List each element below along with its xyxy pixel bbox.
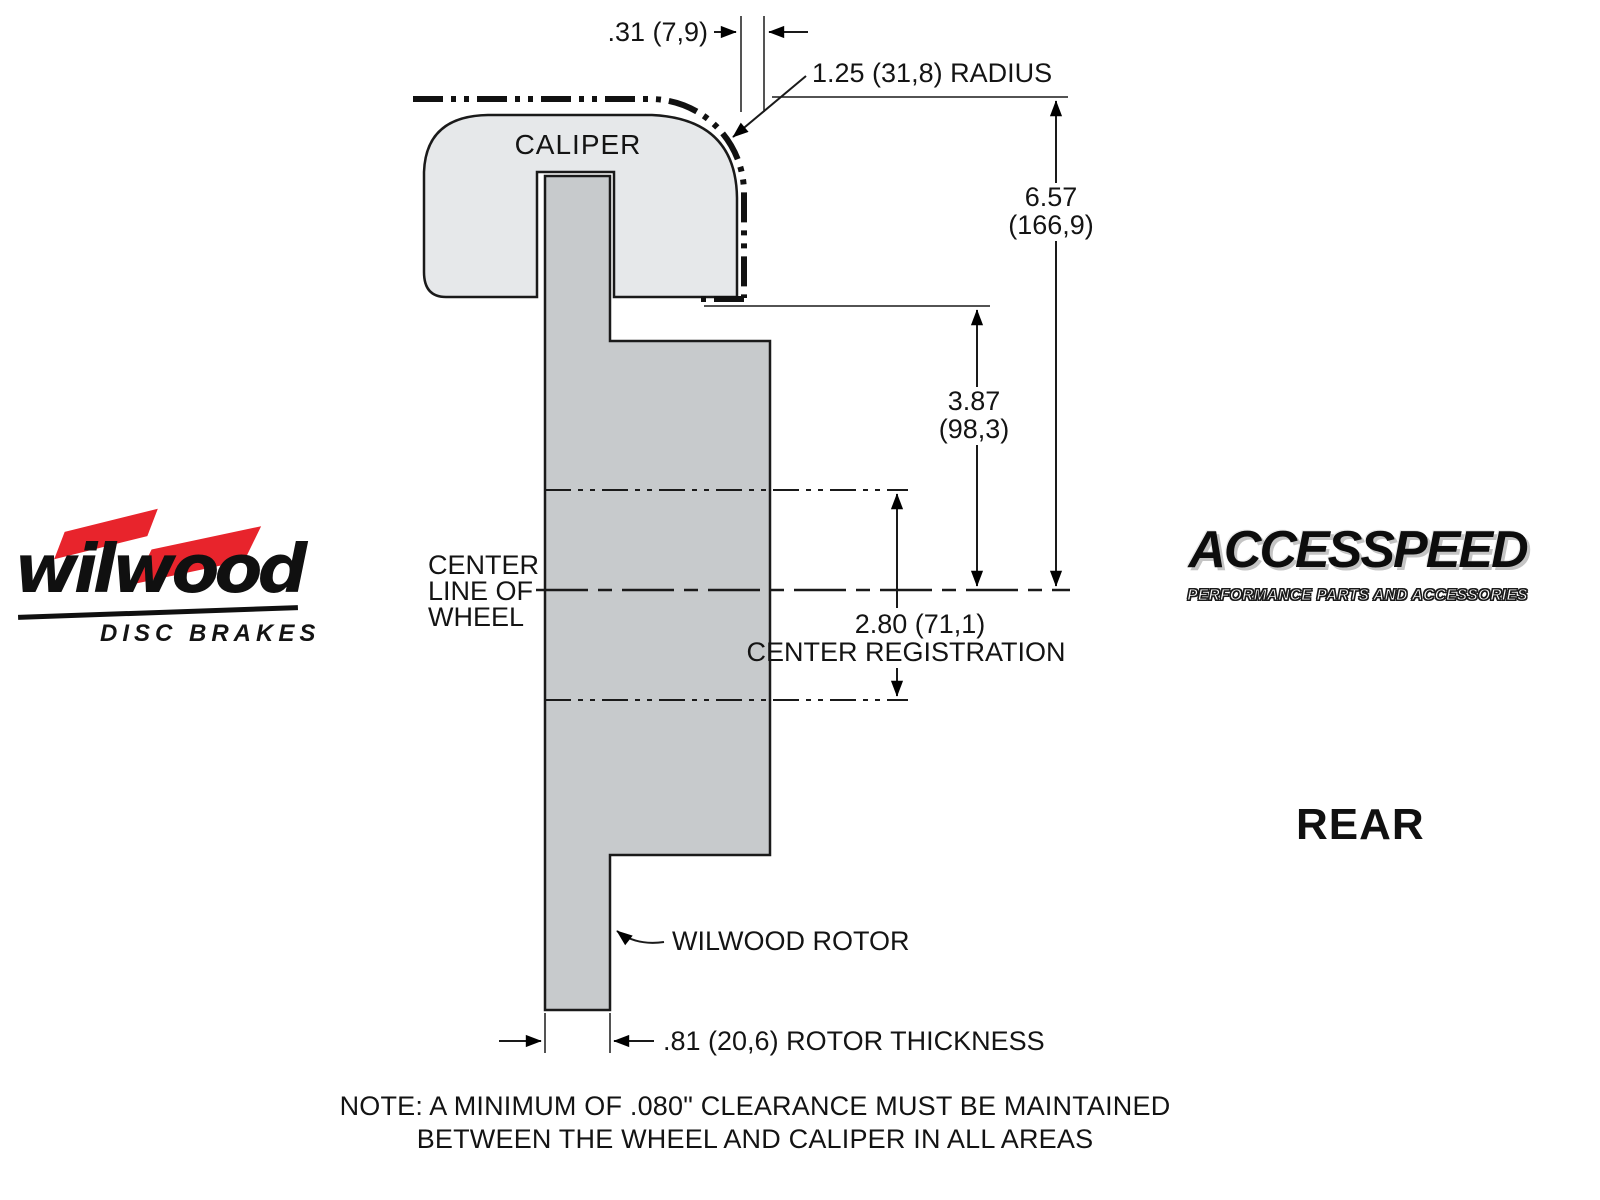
rotor-label-text: WILWOOD ROTOR bbox=[672, 926, 910, 956]
registration-label-text: CENTER REGISTRATION bbox=[746, 637, 1065, 667]
clearance-note: NOTE: A MINIMUM OF .080" CLEARANCE MUST … bbox=[330, 1090, 1180, 1156]
caliper-height-dim-metric: (98,3) bbox=[939, 414, 1010, 444]
rotor-leader-line bbox=[616, 930, 665, 946]
accesspeed-subtitle: PERFORMANCE PARTS AND ACCESSORIES bbox=[1187, 587, 1528, 605]
rotor-shape bbox=[543, 174, 772, 1012]
radius-leader-line bbox=[732, 75, 807, 138]
radius-dim-text: 1.25 (31,8) RADIUS bbox=[812, 58, 1052, 88]
overall-height-dim-value: 6.57 bbox=[1025, 182, 1078, 212]
rotor-thickness-dim-text: .81 (20,6) ROTOR THICKNESS bbox=[663, 1026, 1045, 1056]
overall-height-dim-metric: (166,9) bbox=[1008, 210, 1094, 240]
accesspeed-wordmark: ACCESSPEED bbox=[1188, 521, 1528, 579]
centerline-label-2: LINE OF bbox=[428, 576, 533, 606]
dim-text-backing bbox=[923, 387, 1025, 445]
centerline-label-1: CENTER bbox=[428, 550, 539, 580]
accesspeed-logo: ACCESSPEED PERFORMANCE PARTS AND ACCESSO… bbox=[1185, 520, 1530, 605]
wilwood-logo: wilwood DISC BRAKES bbox=[14, 508, 326, 651]
note-line1: NOTE: A MINIMUM OF .080" CLEARANCE MUST … bbox=[339, 1091, 1171, 1121]
wilwood-wordmark: wilwood bbox=[14, 530, 308, 608]
caliper-shape bbox=[422, 113, 739, 299]
gap-dim-text: .31 (7,9) bbox=[607, 17, 708, 47]
position-label: REAR bbox=[1296, 800, 1425, 849]
centerline-label-3: WHEEL bbox=[428, 602, 524, 632]
caliper-height-dim-value: 3.87 bbox=[948, 386, 1001, 416]
note-line2: BETWEEN THE WHEEL AND CALIPER IN ALL ARE… bbox=[416, 1123, 1094, 1154]
wilwood-subtitle: DISC BRAKES bbox=[100, 620, 321, 647]
caliper-label-text: CALIPER bbox=[515, 129, 642, 160]
registration-dim-text: 2.80 (71,1) bbox=[855, 609, 986, 639]
dim-text-backing bbox=[1000, 183, 1102, 241]
wheel-clearance-line bbox=[413, 96, 747, 302]
dim-text-backing bbox=[772, 608, 1040, 668]
